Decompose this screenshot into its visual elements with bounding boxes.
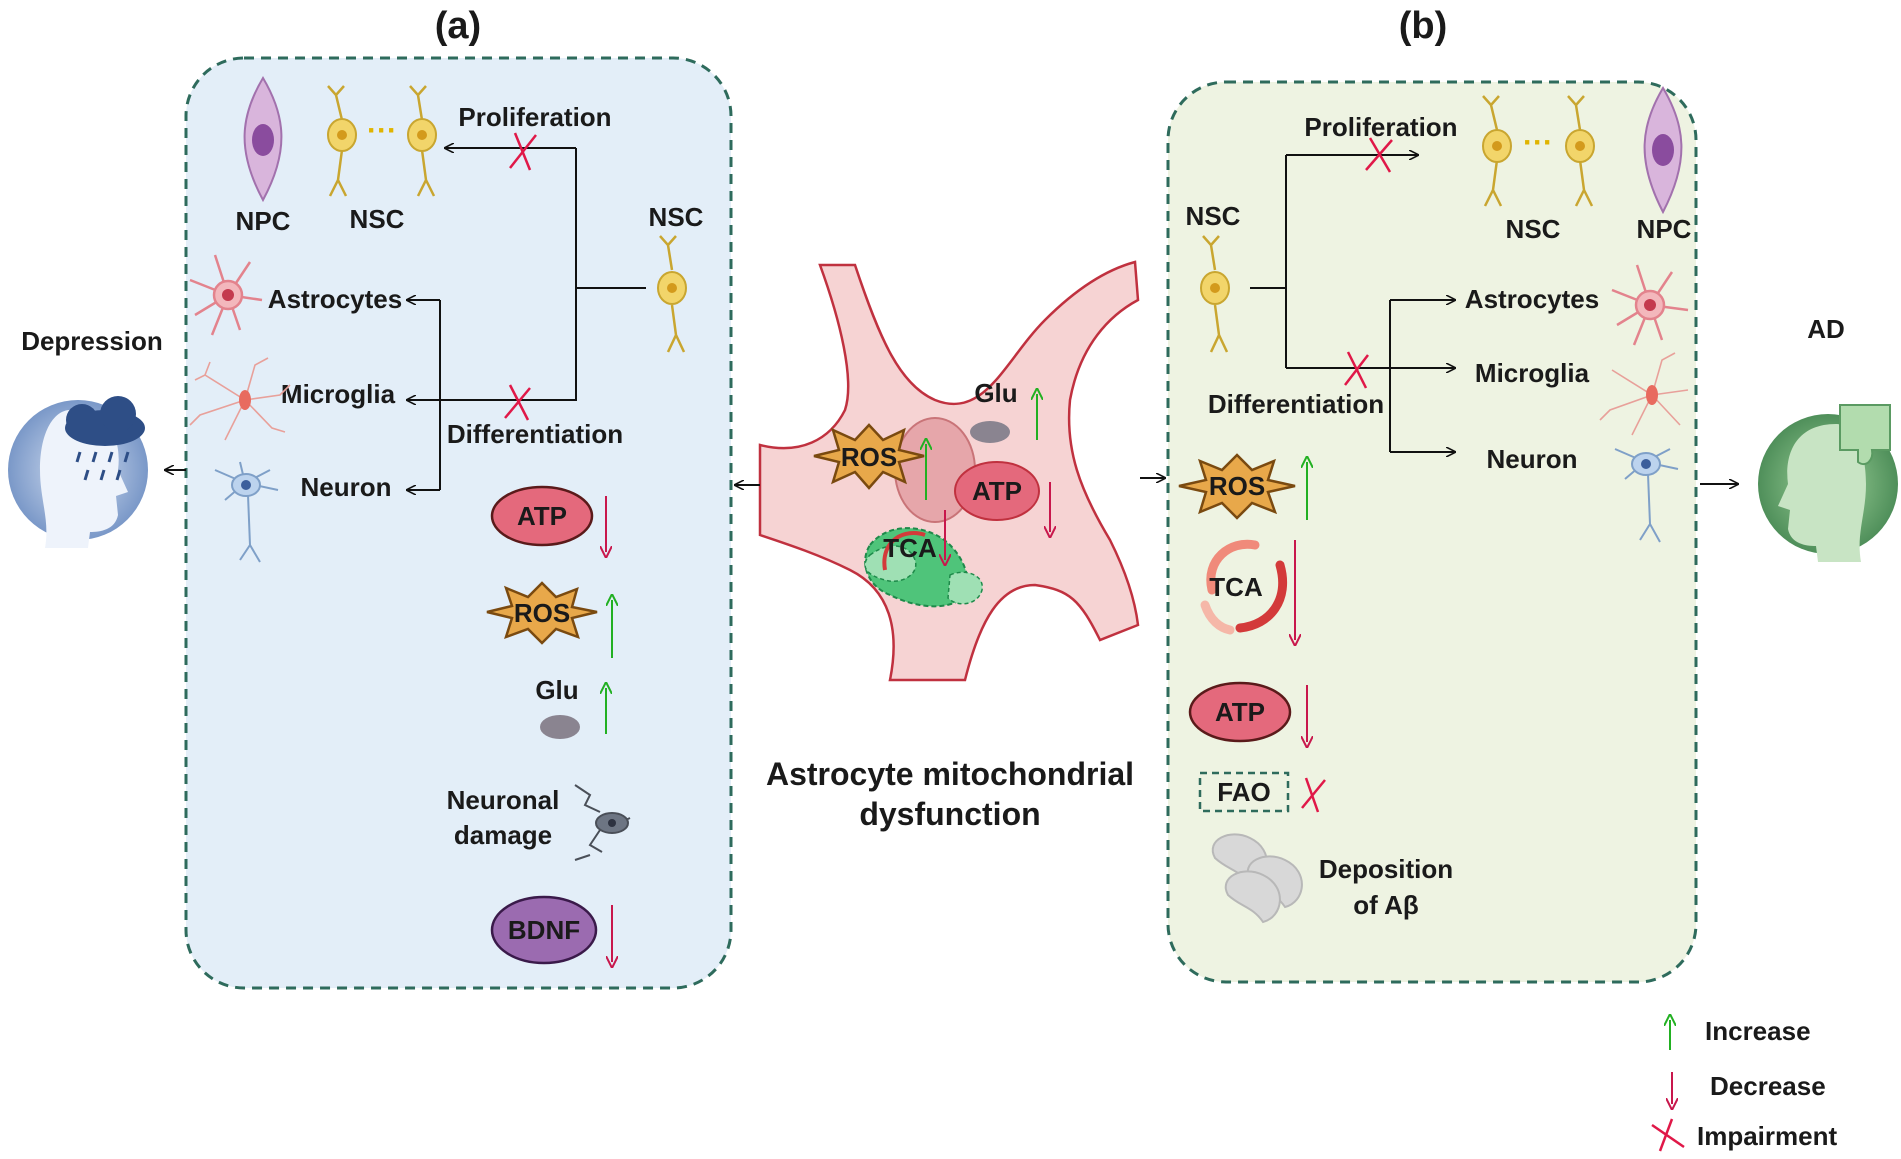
nsc-branch-line — [445, 148, 577, 401]
nsc-source-b-cell-icon — [1200, 235, 1230, 353]
microglia-b-cell-icon — [1599, 352, 1689, 436]
nsc-b-right-label: NSC — [1506, 214, 1561, 244]
center-ros-star — [813, 423, 925, 490]
nsc-b-dots: ··· — [1523, 126, 1553, 159]
nsc-source-cell-icon — [657, 235, 687, 353]
differentiation-label: Differentiation — [447, 419, 623, 449]
caption-line-1: Astrocyte mitochondrial — [766, 756, 1134, 792]
neuron-label: Neuron — [301, 472, 392, 502]
nsc-b-cells-icon — [1482, 95, 1594, 207]
panel-b: (b) NSC Proliferation Differentiation As… — [1166, 5, 1698, 984]
npc-label: NPC — [236, 206, 291, 236]
bdnf-label: BDNF — [508, 915, 580, 945]
ros-b-label: ROS — [1209, 471, 1265, 501]
legend-impairment-label: Impairment — [1697, 1121, 1837, 1151]
nsc-cells-icon — [327, 85, 436, 197]
mitochondria — [864, 527, 983, 608]
differentiation-b-impairment-mark — [1344, 351, 1369, 389]
nsc-source-b-label: NSC — [1186, 201, 1241, 231]
atp-b-badge — [1188, 681, 1292, 743]
nsc-left-label: NSC — [350, 204, 405, 234]
nsc-b-bodies — [1482, 129, 1595, 163]
npc-b-cell-icon — [1643, 86, 1683, 215]
damaged-neuron-icon — [574, 784, 631, 861]
astrocytes-b-label: Astrocytes — [1465, 284, 1599, 314]
legend-increase-label: Increase — [1705, 1016, 1811, 1046]
center-tca-cycle — [882, 531, 926, 571]
ad-head-icon — [1758, 404, 1898, 562]
atp-b-label: ATP — [1215, 697, 1265, 727]
astrocyte-b-cell-icon — [1611, 264, 1689, 346]
atp-a-label: ATP — [517, 501, 567, 531]
npc-b-label: NPC — [1637, 214, 1692, 244]
proliferation-impairment-mark — [509, 132, 537, 171]
microglia-b-label: Microglia — [1475, 358, 1590, 388]
legend: Increase Decrease Impairment — [1651, 1016, 1837, 1152]
proliferation-label: Proliferation — [458, 102, 611, 132]
deposition-label-1: Deposition — [1319, 854, 1453, 884]
center-glu-label: Glu — [974, 378, 1017, 408]
panel-b-frame — [1166, 80, 1698, 984]
center-atp-label: ATP — [972, 476, 1022, 506]
center-ros-label: ROS — [841, 442, 897, 472]
caption-line-2: dysfunction — [859, 796, 1040, 832]
astrocyte-cell-icon — [189, 254, 263, 336]
legend-decrease-label: Decrease — [1710, 1071, 1826, 1101]
panel-a: (a) NPC ··· NSC Proliferation — [184, 5, 733, 990]
deposition-label-2: of Aβ — [1353, 890, 1418, 920]
neuron-cell-icon — [214, 461, 279, 563]
ad-label: AD — [1807, 314, 1845, 344]
center-atp-badge — [954, 461, 1040, 521]
tca-b-label: TCA — [1209, 572, 1263, 602]
neuron-b-label: Neuron — [1487, 444, 1578, 474]
microglia-cell-icon — [189, 357, 291, 441]
fao-label: FAO — [1217, 777, 1270, 807]
fao-box — [1198, 771, 1290, 813]
neuron-b-cell-icon — [1614, 448, 1679, 543]
center-glu-molecule — [970, 421, 1010, 443]
ros-a-label: ROS — [514, 598, 570, 628]
atp-a-badge — [490, 485, 594, 547]
glu-a-molecule — [540, 715, 580, 739]
center-astrocyte: Glu ROS ATP TCA — [758, 260, 1140, 682]
nsc-source-label: NSC — [649, 202, 704, 232]
astrocytes-label: Astrocytes — [268, 284, 402, 314]
depression-label: Depression — [21, 326, 163, 356]
depression-head-icon — [8, 396, 148, 548]
ros-a-star — [486, 581, 598, 645]
legend-impairment-mark — [1651, 1118, 1685, 1152]
proliferation-b-impairment-mark — [1365, 137, 1393, 173]
abeta-deposition-icon — [1211, 833, 1303, 924]
npc-cell-icon — [243, 76, 283, 203]
microglia-label: Microglia — [281, 379, 396, 409]
proliferation-b-label: Proliferation — [1304, 112, 1457, 142]
panel-b-title: (b) — [1399, 5, 1448, 47]
nsc-dots: ··· — [367, 114, 397, 147]
center-tca-label: TCA — [883, 533, 937, 563]
fao-impairment-mark — [1301, 777, 1326, 813]
glu-a-label: Glu — [535, 675, 578, 705]
differentiation-impairment-mark — [504, 384, 531, 421]
panel-a-title: (a) — [435, 5, 481, 47]
ros-b-star — [1178, 453, 1296, 520]
bdnf-badge — [490, 895, 598, 965]
nsc-bodies — [327, 118, 437, 152]
neuronal-damage-label-1: Neuronal — [447, 785, 560, 815]
tca-b-cycle-icon — [1200, 539, 1288, 635]
differentiation-b-label: Differentiation — [1208, 389, 1384, 419]
neuronal-damage-label-2: damage — [454, 820, 552, 850]
panel-a-frame — [184, 56, 733, 990]
